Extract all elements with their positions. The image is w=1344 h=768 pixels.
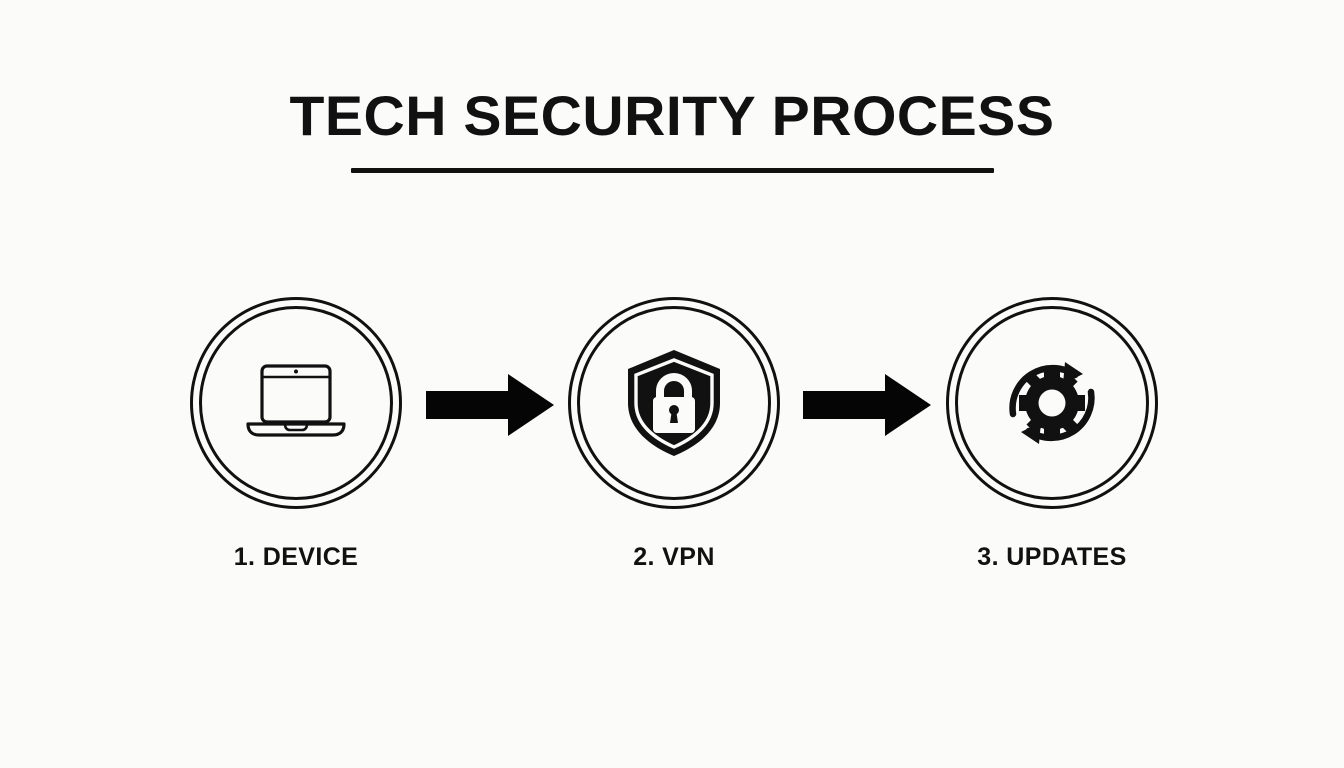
step-circle-inner-vpn	[577, 306, 771, 500]
title-underline-rule	[350, 168, 994, 174]
step-circle-outer-updates	[946, 297, 1158, 509]
process-step-vpn[interactable]: 2. VPN	[554, 297, 794, 572]
gear-refresh-icon	[992, 343, 1112, 463]
process-steps-row: 1. DEVICE	[0, 297, 1344, 597]
arrow-step2-to-step3-icon	[803, 374, 931, 436]
step-label-vpn: 2. VPN	[633, 543, 715, 571]
step-label-device: 1. DEVICE	[233, 543, 359, 571]
step-circle-inner-updates	[955, 306, 1149, 500]
title-block: TECH SECURITY PROCESS	[0, 84, 1344, 174]
process-step-device[interactable]: 1. DEVICE	[176, 297, 416, 572]
step-circle-inner-device	[199, 306, 393, 500]
arrow-step1-to-step2-icon	[426, 374, 554, 436]
shield-lock-icon	[614, 343, 734, 463]
step-label-updates: 3. UPDATES	[977, 543, 1127, 571]
step-circle-outer-device	[190, 297, 402, 509]
step-circle-outer-vpn	[568, 297, 780, 509]
laptop-icon	[236, 343, 356, 463]
page-title: TECH SECURITY PROCESS	[289, 84, 1055, 147]
process-step-updates[interactable]: 3. UPDATES	[932, 297, 1172, 572]
